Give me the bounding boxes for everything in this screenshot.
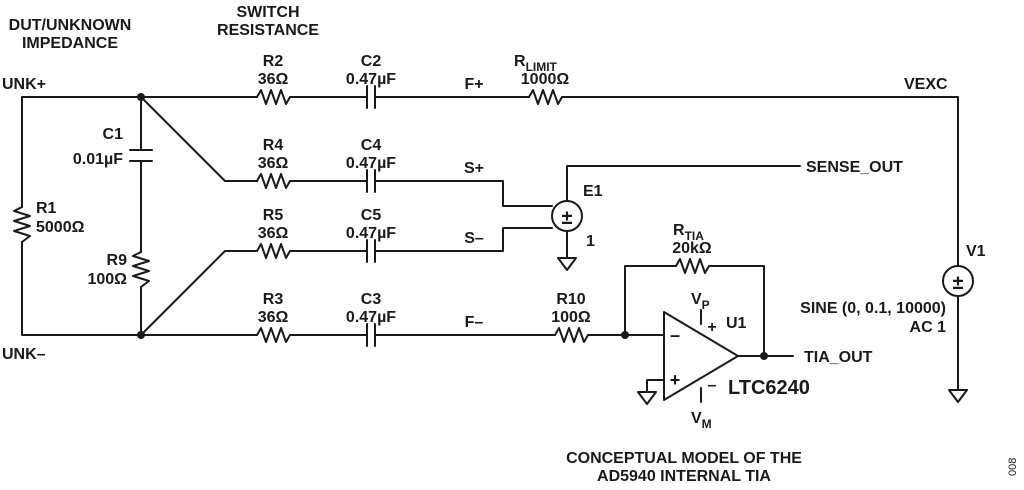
dut-heading-line1: DUT/UNKNOWN [9,17,132,34]
vp-main: V [691,291,702,308]
capacitor-c2 [366,85,376,109]
r2-name: R2 [263,53,284,70]
rlimit-value: 1000Ω [521,71,570,88]
r9-value: 100Ω [87,271,127,288]
r10-name: R10 [556,291,585,308]
f-minus-label: F– [465,314,484,331]
rtia-name-sub: TIA [685,229,705,243]
opamp-u1 [663,311,739,401]
e1-name: E1 [583,183,603,200]
capacitor-c1 [129,149,153,162]
r1-name: R1 [36,200,57,217]
unk-plus-label: UNK+ [2,76,46,93]
caption-line1: CONCEPTUAL MODEL OF THE [566,450,802,467]
vm-main: V [691,410,702,427]
e1-sign: ± [562,207,573,229]
ground-opamp [637,391,657,405]
resistor-rlimit [528,89,563,105]
resistor-r9 [132,251,150,288]
opamp-minus-sign: – [670,325,680,345]
junction-dots [137,93,768,360]
r1-value: 5000Ω [36,219,85,236]
sense-out-label: SENSE_OUT [806,159,903,176]
v1-sign: ± [953,272,964,294]
switch-heading-line1: SWITCH [236,4,299,21]
ground-v1 [948,389,968,403]
rtia-name-main: R [673,222,685,239]
r5-name: R5 [263,207,284,224]
f-plus-label: F+ [464,76,483,93]
r5-value: 36Ω [258,225,289,242]
r2-value: 36Ω [258,71,289,88]
u1-part: LTC6240 [728,377,810,399]
r3-value: 36Ω [258,309,289,326]
c1-value: 0.01µF [73,151,123,168]
vexc-label: VEXC [904,76,948,93]
vm-sub: M [702,417,712,431]
rlimit-name-main: R [514,53,526,70]
c5-value: 0.47µF [346,225,396,242]
source-v1 [942,265,974,297]
ground-e1 [557,257,577,271]
c2-value: 0.47µF [346,71,396,88]
v1-name: V1 [966,243,986,260]
vm-pin-sign: – [708,377,717,394]
r9-name: R9 [107,252,128,269]
tia-out-label: TIA_OUT [804,349,873,366]
vp-sub: P [702,298,710,312]
c4-value: 0.47µF [346,155,396,172]
rtia-name: RTIA [673,222,704,243]
c3-value: 0.47µF [346,309,396,326]
opamp-plus-sign: + [670,370,681,390]
resistor-r3 [256,327,291,343]
c1-name: C1 [103,126,124,143]
v1-ac: AC 1 [910,319,947,336]
caption-line2: AD5940 INTERNAL TIA [597,468,771,485]
r4-name: R4 [263,137,284,154]
rlimit-name: RLIMIT [514,53,558,74]
r4-value: 36Ω [258,155,289,172]
resistor-rtia [675,258,710,274]
s-minus-label: S– [464,230,484,247]
figure-number: 008 [1007,458,1019,476]
resistor-r2 [256,89,291,105]
dut-heading-line2: IMPEDANCE [22,35,118,52]
u1-name: U1 [726,315,747,332]
source-e1 [551,200,583,232]
e1-gain: 1 [586,233,595,250]
capacitor-c3 [366,323,376,347]
vp-label: VP [691,291,710,312]
r10-value: 100Ω [551,309,591,326]
c5-name: C5 [361,207,382,224]
capacitor-c5 [366,239,376,263]
r3-name: R3 [263,291,284,308]
c3-name: C3 [361,291,382,308]
rtia-value: 20kΩ [672,240,712,257]
s-plus-label: S+ [464,160,484,177]
vp-pin-sign: + [707,319,716,336]
resistor-r10 [554,327,589,343]
switch-heading-line2: RESISTANCE [217,22,319,39]
resistor-r4 [256,173,291,189]
c2-name: C2 [361,53,382,70]
capacitor-c4 [366,169,376,193]
v1-sine: SINE (0, 0.1, 10000) [800,300,946,317]
resistor-r5 [256,243,291,259]
wires [21,96,959,403]
rlimit-name-sub: LIMIT [526,60,558,74]
vm-label: VM [691,410,712,431]
resistor-r1 [13,206,31,243]
c4-name: C4 [361,137,382,154]
unk-minus-label: UNK– [2,346,46,363]
